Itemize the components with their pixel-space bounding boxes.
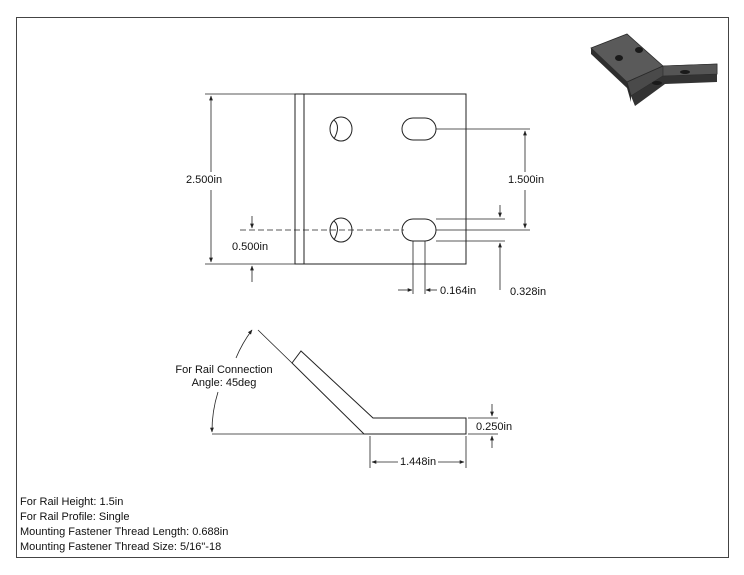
note-rail-profile: For Rail Profile: Single — [20, 511, 130, 523]
dim-label-thickness: 0.250in — [476, 421, 513, 433]
dim-label-height: 2.500in — [186, 174, 223, 186]
plate-outline — [294, 93, 467, 265]
dim-label-hole-offset: 0.500in — [232, 241, 269, 253]
dim-label-slot-length: 0.328in — [510, 286, 547, 298]
angle-label: For Rail Connection Angle: 45deg — [168, 364, 280, 390]
note-rail-height: For Rail Height: 1.5in — [20, 496, 124, 508]
dim-label-base-length: 1.448in — [400, 456, 437, 468]
note-thread-length: Mounting Fastener Thread Length: 0.688in — [20, 526, 229, 538]
iso-slot-2 — [680, 70, 690, 74]
side-view — [291, 350, 467, 435]
iso-hole-2 — [635, 47, 643, 53]
front-view — [294, 93, 467, 265]
angle-arc-upper — [235, 329, 253, 359]
iso-hole-1 — [615, 55, 623, 61]
hole-upper-left — [329, 116, 353, 142]
angle-label-line2: Angle: 45deg — [191, 377, 257, 389]
angle-arc-lower — [210, 391, 219, 433]
note-thread-size: Mounting Fastener Thread Size: 5/16"-18 — [20, 541, 222, 553]
angle-label-line1: For Rail Connection — [175, 364, 273, 376]
slot-upper-right — [401, 117, 437, 141]
slot-lower-right — [401, 218, 437, 242]
angle-ext-line — [257, 329, 293, 364]
dim-label-slot-width: 0.164in — [440, 285, 477, 297]
bracket-profile — [291, 350, 467, 435]
notes-block: For Rail Height: 1.5in For Rail Profile:… — [20, 495, 228, 555]
notes-divider — [16, 557, 404, 558]
isometric-part-image — [590, 33, 718, 106]
dim-label-hole-spacing: 1.500in — [508, 174, 545, 186]
iso-slot-1 — [652, 81, 662, 85]
